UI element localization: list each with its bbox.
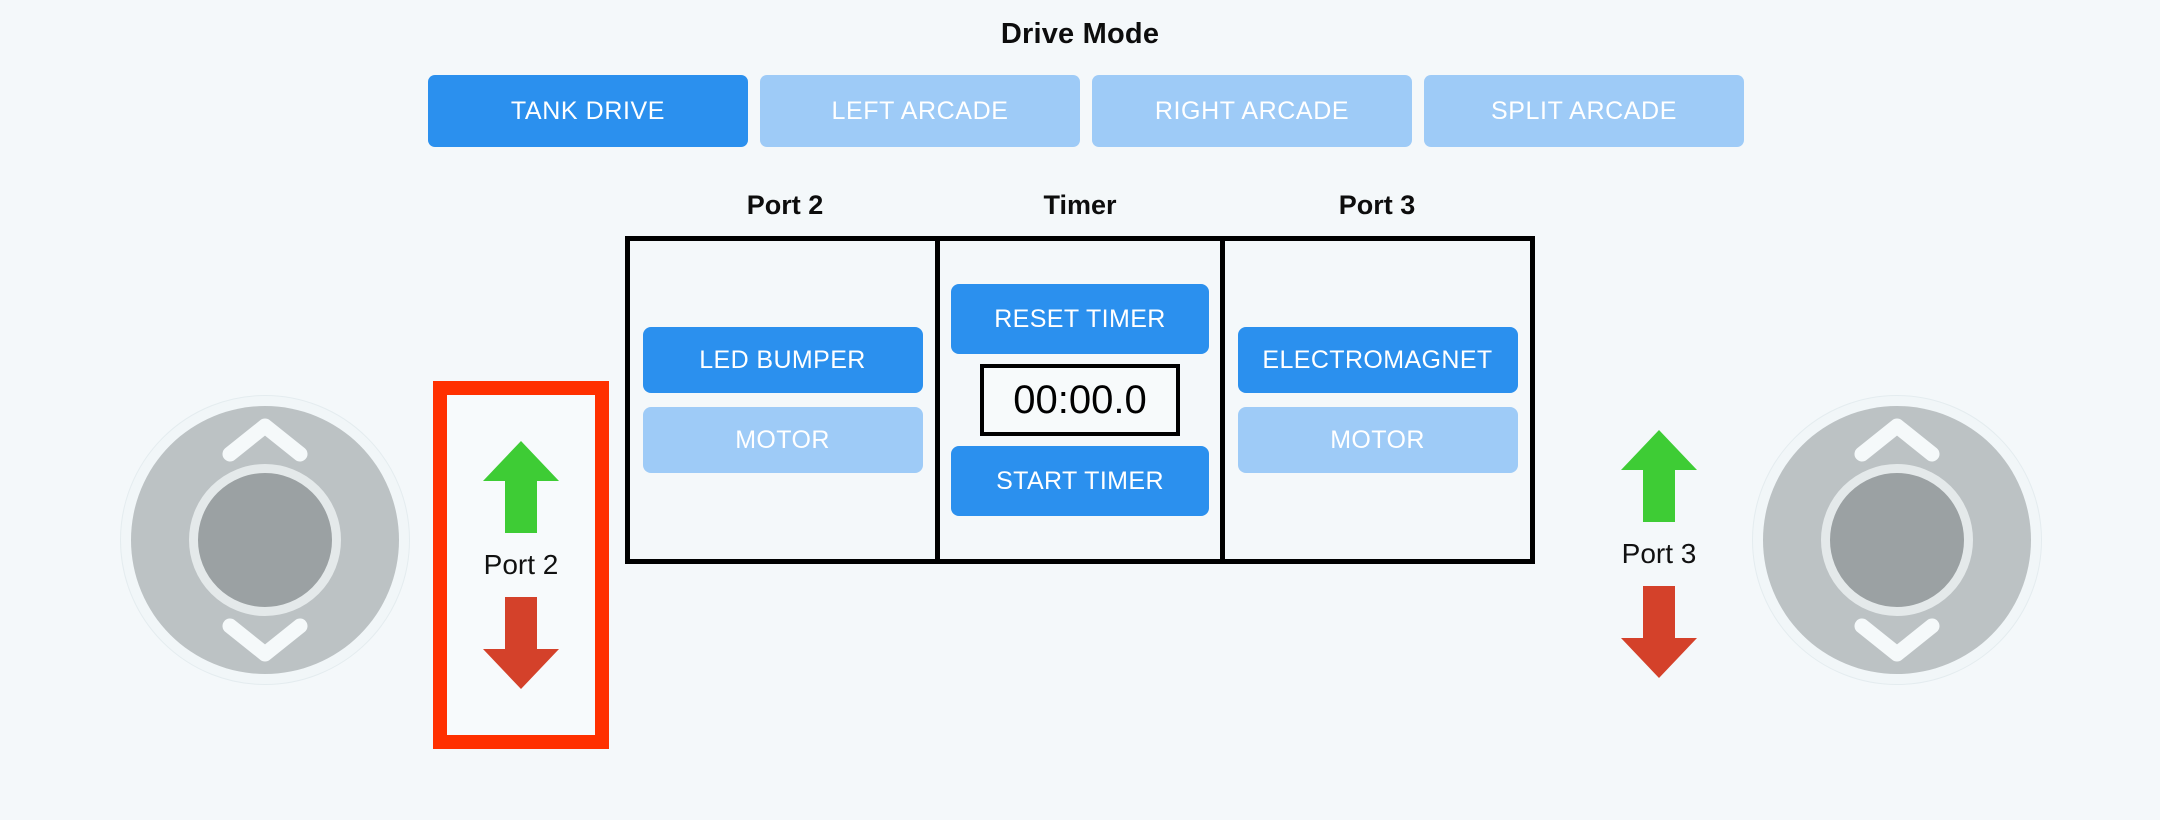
- left-joystick-knob[interactable]: [189, 464, 341, 616]
- chevron-up-icon: [1854, 418, 1940, 462]
- port2-panel: LED BUMPER MOTOR: [630, 241, 940, 559]
- timer-panel-heading: Timer: [1043, 190, 1117, 220]
- arrow-down-icon[interactable]: [482, 595, 560, 691]
- reset-timer-button[interactable]: RESET TIMER: [951, 284, 1209, 354]
- chevron-down-icon: [1854, 618, 1940, 662]
- port3-arrow-label: Port 3: [1621, 538, 1697, 569]
- port3-panel-heading: Port 3: [1338, 190, 1416, 220]
- chevron-up-icon: [222, 418, 308, 462]
- right-joystick[interactable]: [1752, 395, 2042, 685]
- left-joystick[interactable]: [120, 395, 410, 685]
- port2-arrow-label: Port 2: [483, 549, 559, 580]
- arrow-up-icon[interactable]: [482, 439, 560, 535]
- right-joystick-knob[interactable]: [1821, 464, 1973, 616]
- drive-mode-split-arcade-button[interactable]: SPLIT ARCADE: [1424, 75, 1744, 147]
- left-joystick-disc[interactable]: [131, 406, 399, 674]
- drive-mode-left-arcade-button[interactable]: LEFT ARCADE: [760, 75, 1080, 147]
- drive-mode-right-arcade-button[interactable]: RIGHT ARCADE: [1092, 75, 1412, 147]
- right-joystick-disc[interactable]: [1763, 406, 2031, 674]
- chevron-down-icon: [222, 618, 308, 662]
- drive-mode-button-group: TANK DRIVE LEFT ARCADE RIGHT ARCADE SPLI…: [428, 75, 1744, 147]
- timer-panel: RESET TIMER 00:00.0 START TIMER: [940, 241, 1225, 559]
- port2-arrow-control[interactable]: Port 2: [433, 381, 609, 749]
- port3-panel: ELECTROMAGNET MOTOR: [1225, 241, 1530, 559]
- arrow-up-icon[interactable]: [1620, 428, 1698, 524]
- port2-panel-heading: Port 2: [746, 190, 824, 220]
- port3-arrow-control[interactable]: Port 3: [1594, 414, 1724, 694]
- port3-motor-button[interactable]: MOTOR: [1237, 407, 1518, 473]
- electromagnet-button[interactable]: ELECTROMAGNET: [1237, 327, 1518, 393]
- port2-motor-button[interactable]: MOTOR: [642, 407, 923, 473]
- timer-display: 00:00.0: [980, 364, 1180, 436]
- arrow-down-icon[interactable]: [1620, 584, 1698, 680]
- drive-mode-title: Drive Mode: [1000, 18, 1160, 50]
- device-panel-container: LED BUMPER MOTOR RESET TIMER 00:00.0 STA…: [625, 236, 1535, 564]
- drive-mode-tank-drive-button[interactable]: TANK DRIVE: [428, 75, 748, 147]
- start-timer-button[interactable]: START TIMER: [951, 446, 1209, 516]
- led-bumper-button[interactable]: LED BUMPER: [642, 327, 923, 393]
